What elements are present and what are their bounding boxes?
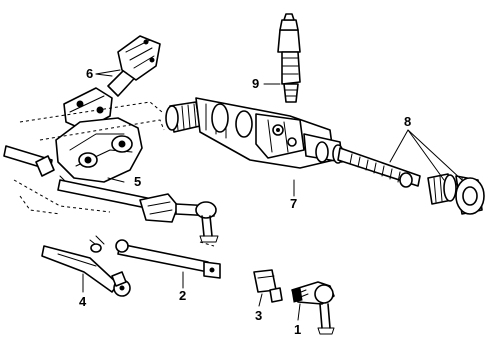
callout-9: 9 — [252, 76, 259, 91]
center-link — [89, 235, 221, 279]
steering-column-coupler — [63, 35, 161, 131]
pitman-arm-tierod — [3, 145, 219, 247]
callout-1: 1 — [294, 322, 301, 337]
tie-rod-sleeve — [253, 269, 283, 303]
callout-7: 7 — [290, 196, 297, 211]
pinion-valve-component — [277, 13, 301, 103]
boot-bellows-kit — [427, 173, 485, 215]
callout-2: 2 — [179, 288, 186, 303]
steering-gear-housing — [13, 101, 165, 215]
outer-tie-rod-end — [291, 281, 335, 335]
callout-5: 5 — [134, 174, 141, 189]
leader-lines — [82, 69, 463, 321]
callout-6: 6 — [86, 66, 93, 81]
callout-3: 3 — [255, 308, 262, 323]
rack-pinion-gear — [165, 97, 421, 188]
idler-arm — [41, 245, 131, 297]
callout-4: 4 — [79, 294, 87, 309]
callout-8: 8 — [404, 114, 411, 129]
